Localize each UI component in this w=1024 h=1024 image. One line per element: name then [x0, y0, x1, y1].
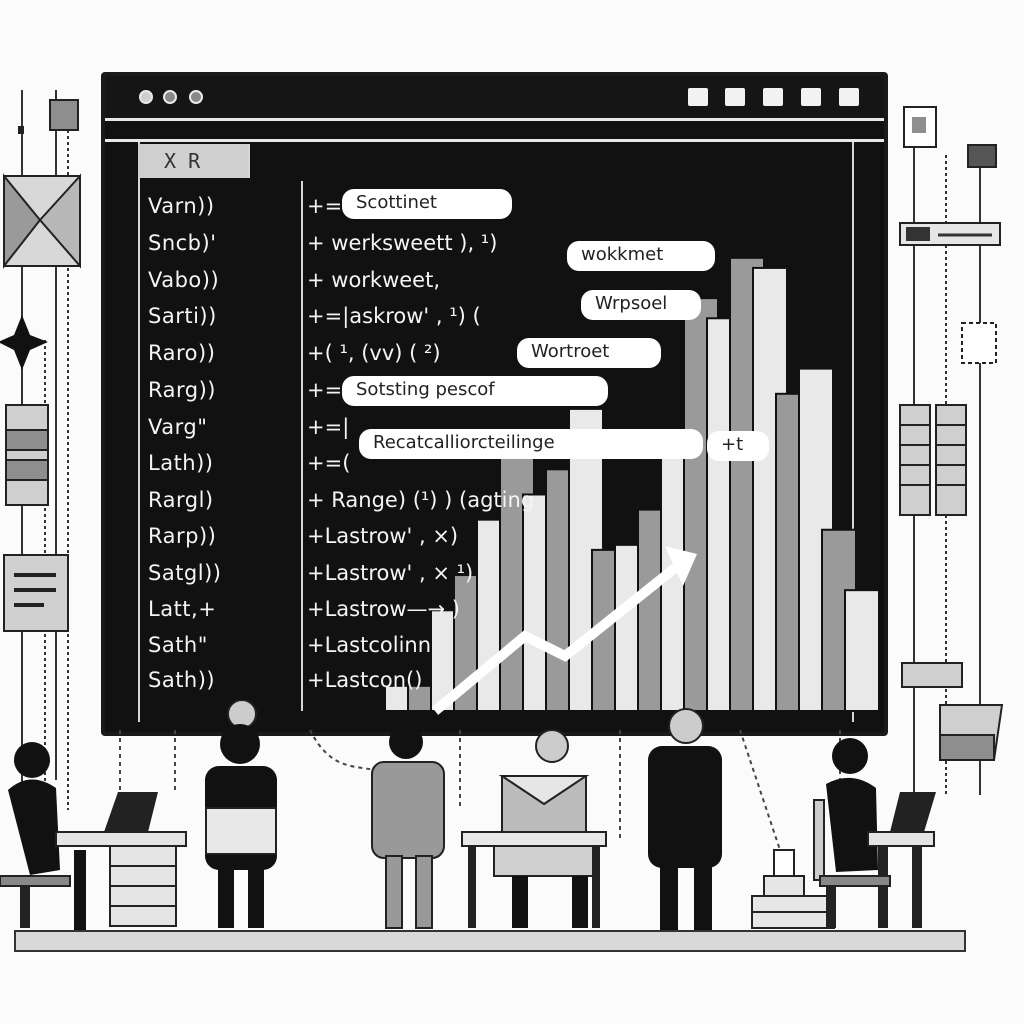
code-line: + werksweett ), ¹): [307, 231, 498, 255]
variable-label: Raro)): [148, 341, 216, 365]
label-pill[interactable]: +t: [707, 431, 769, 461]
divider: [301, 181, 303, 711]
code-line: + workweet,: [307, 268, 441, 292]
variable-label: Latt,+: [148, 597, 217, 621]
label-pill[interactable]: Wrpsoel: [581, 290, 701, 320]
variable-label: Varg": [148, 415, 208, 439]
floor: [14, 930, 966, 952]
label-pill[interactable]: Sotsting pescof: [342, 376, 608, 406]
code-editor-window: X R Varn)) Sncb)' Vabo)) Sarti)) Raro)) …: [101, 72, 888, 736]
toolbar-strip: [105, 121, 884, 142]
code-line: +Lastrow' , × ¹): [307, 561, 474, 585]
code-line: + Range) (¹) ) (agting: [307, 488, 535, 512]
bar-chart: [384, 256, 880, 713]
people-scene: [0, 700, 936, 930]
left-decoration: [0, 90, 81, 810]
code-line: +( ¹, (vv) ( ²): [307, 341, 441, 365]
label-pill[interactable]: wokkmet: [567, 241, 715, 271]
label-pill[interactable]: Recatcalliorcteilinge: [359, 429, 703, 459]
label-pill[interactable]: Scottinet: [342, 189, 512, 219]
code-line: +=(: [307, 451, 351, 475]
variable-label: Rarp)): [148, 524, 217, 548]
window-button-icon[interactable]: [763, 88, 783, 106]
variable-label: Lath)): [148, 451, 214, 475]
code-line: +Lastcon(): [307, 668, 423, 692]
window-button-icon[interactable]: [725, 88, 745, 106]
code-line: +Lastcolinn: [307, 633, 432, 657]
variable-label: Sath": [148, 633, 208, 657]
variable-label: Sath)): [148, 668, 216, 692]
code-line: +Lastrow' , ×): [307, 524, 459, 548]
right-decoration: [899, 106, 1004, 795]
code-line: +=: [307, 378, 343, 402]
tab-header[interactable]: X R: [138, 144, 248, 178]
code-line: +Lastrow—→ ): [307, 597, 460, 621]
label-pill[interactable]: Wortroet: [517, 338, 661, 368]
trend-arrow-icon: [431, 546, 697, 715]
window-dot-icon[interactable]: [189, 90, 203, 104]
title-bar: [105, 76, 884, 121]
window-button-icon[interactable]: [801, 88, 821, 106]
editor-panel: [138, 142, 854, 722]
window-button-icon[interactable]: [839, 88, 859, 106]
variable-label: Vabo)): [148, 268, 220, 292]
window-dot-icon[interactable]: [163, 90, 177, 104]
variable-label: Rarg)): [148, 378, 216, 402]
window-dot-icon[interactable]: [139, 90, 153, 104]
variable-label: Rargl): [148, 488, 214, 512]
variable-label: Sncb)': [148, 231, 217, 255]
divider: [248, 144, 250, 178]
code-line: +=: [307, 194, 343, 218]
variable-label: Satgl)): [148, 561, 222, 585]
code-line: +=|: [307, 415, 350, 439]
code-line: +=|askrow' , ¹) (: [307, 304, 481, 328]
variable-label: Sarti)): [148, 304, 217, 328]
window-button-icon[interactable]: [688, 88, 708, 106]
variable-label: Varn)): [148, 194, 215, 218]
chart-bar: [844, 589, 880, 712]
